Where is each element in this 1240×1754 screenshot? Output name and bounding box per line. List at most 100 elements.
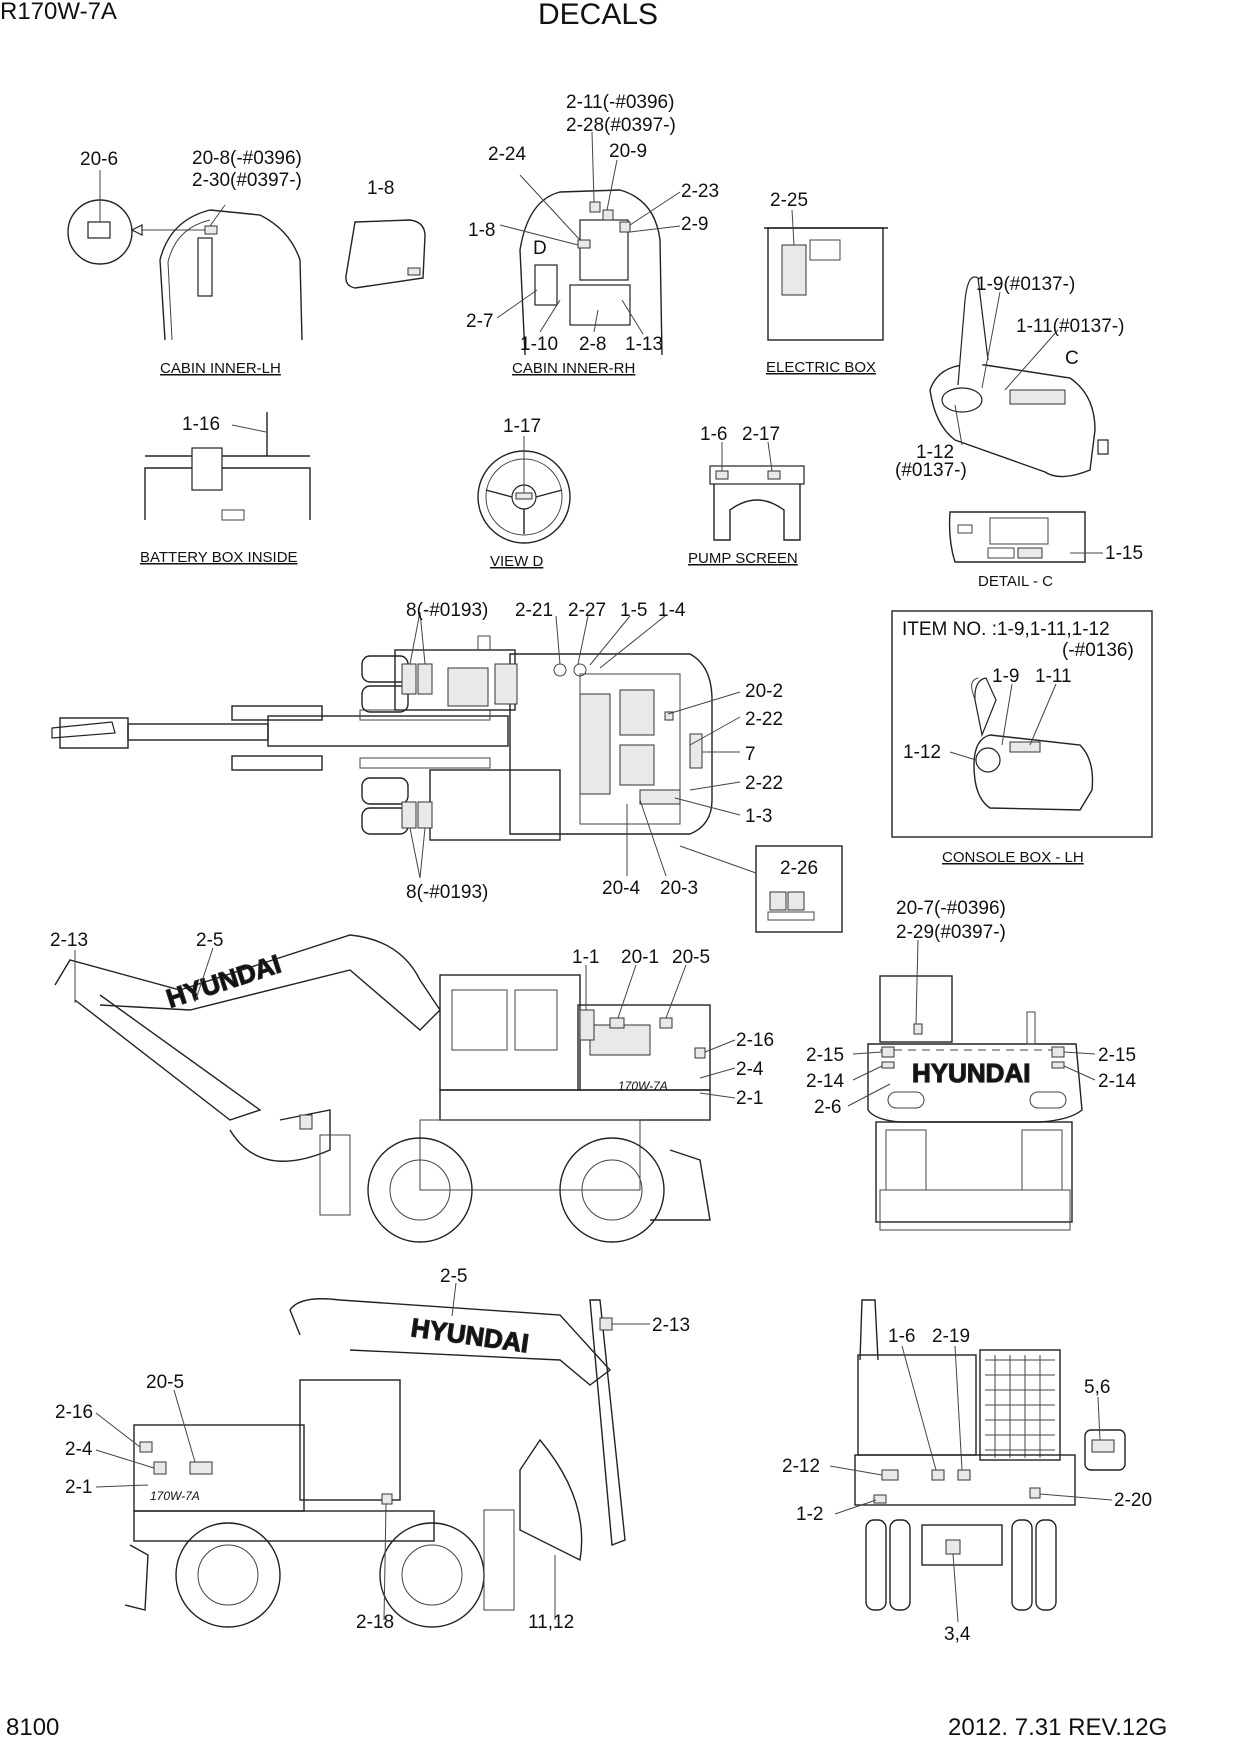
label-1-12-lh: 1-12	[903, 742, 941, 763]
label-20-8: 20-8(-#0396)	[192, 148, 302, 169]
cabin-inner-lh-view: 20-6 20-8(-#0396) 2-30(#0397-) CABIN INN…	[67, 148, 426, 377]
label-20-5-rh: 20-5	[672, 947, 710, 968]
top-view: 8(-#0193) 2-21 2-27 1-5 1-4 20-2 2-22 7 …	[51, 600, 843, 933]
label-2-21: 2-21	[515, 600, 553, 621]
arm-top	[127, 723, 269, 741]
arm-side-rh	[74, 994, 262, 1121]
pump-screen-view: 1-6 2-17 PUMP SCREEN	[688, 424, 805, 567]
view-d: 1-17 VIEW D	[477, 416, 571, 570]
label-c: C	[1065, 348, 1079, 369]
label-d: D	[533, 238, 547, 259]
label-1-5: 1-5	[620, 600, 647, 621]
front-view: 1-6 2-19 5,6 2-12 2-20 1-2 3,4	[782, 1299, 1152, 1645]
outrigger-rh	[319, 1134, 351, 1216]
label-11-12: 11,12	[528, 1612, 574, 1633]
console-box-frame	[891, 610, 1153, 838]
decal-20-1	[609, 1017, 625, 1029]
boom-side-rh	[54, 934, 441, 1031]
decal-2-16-lh	[139, 1441, 153, 1453]
label-2-7: 2-7	[466, 311, 493, 332]
label-20-4: 20-4	[602, 878, 640, 899]
bucket-side-lh	[519, 1438, 583, 1562]
tire-fl	[361, 655, 409, 683]
label-2-13-lh: 2-13	[652, 1315, 690, 1336]
decal-2-24	[577, 239, 591, 249]
operator-seat	[569, 284, 631, 326]
decal-20-7	[913, 1023, 923, 1035]
decal-20-9	[602, 209, 614, 221]
label-2-5-lh: 2-5	[440, 1266, 467, 1287]
wheel-front-rh	[367, 1137, 473, 1243]
model-badge-lh: 170W-7A	[150, 1489, 200, 1503]
cab-side-lh	[299, 1379, 401, 1501]
caption-detail-c: DETAIL - C	[978, 573, 1053, 590]
label-2-15-right: 2-15	[1098, 1045, 1136, 1066]
caption-console-box-lh: CONSOLE BOX - LH	[942, 849, 1084, 866]
boom-top	[267, 715, 509, 747]
wheel-rear-rh	[559, 1137, 665, 1243]
tire-fl2	[361, 685, 409, 713]
label-2-14-left: 2-14	[806, 1071, 844, 1092]
dozer-blade-lh	[124, 1544, 149, 1611]
label-1-11-lh: 1-11	[1035, 666, 1072, 687]
label-2-22-lower: 2-22	[745, 773, 783, 794]
label-1-17: 1-17	[503, 416, 541, 437]
decal-20-8	[204, 225, 218, 235]
label-1-12-upper: 1-12	[916, 442, 954, 463]
label-1-6-front: 1-6	[888, 1326, 915, 1347]
cabin-rh-outline	[519, 189, 663, 356]
label-20-1: 20-1	[621, 947, 659, 968]
label-2-4-rh: 2-4	[736, 1059, 764, 1080]
cab-rear	[879, 975, 953, 1043]
side-view-lh: HYUNDAI 170W-7A 2-5 2-13 20-5 2-16 2-4 2…	[55, 1266, 690, 1633]
label-2-1-rh: 2-1	[736, 1088, 763, 1109]
label-2-16-rh: 2-16	[736, 1030, 774, 1051]
tire-front-right-2	[1035, 1519, 1057, 1611]
mirror-front	[1084, 1429, 1126, 1471]
lower-frame-rear	[875, 1121, 1073, 1223]
label-2-28: 2-28(#0397-)	[566, 115, 676, 136]
label-2-25: 2-25	[770, 190, 808, 211]
decal-2-16-rh	[694, 1047, 706, 1059]
label-2-4-lh: 2-4	[65, 1439, 93, 1460]
label-2-11: 2-11(-#0396)	[566, 92, 674, 113]
electric-box-view: 2-25 ELECTRIC BOX	[764, 190, 888, 376]
label-2-18: 2-18	[356, 1612, 394, 1633]
caption-battery-box: BATTERY BOX INSIDE	[140, 549, 298, 566]
label-20-5-lh: 20-5	[146, 1372, 184, 1393]
decal-1-8-lh	[407, 267, 421, 276]
decal-2-20	[1029, 1487, 1041, 1499]
decal-2-13-lh	[599, 1317, 613, 1331]
battery-latch	[191, 447, 223, 491]
lower-frame-lh	[133, 1510, 435, 1542]
decal-2-14-right	[1051, 1061, 1065, 1069]
decal-1-15	[1017, 547, 1043, 559]
label-3-4: 3,4	[944, 1624, 971, 1645]
side-view-rh: HYUNDAI 170W-7A 2-13 2-5 1-1 20-1 20-5 2…	[50, 930, 774, 1243]
caption-pump-screen: PUMP SCREEN	[688, 550, 798, 567]
model-number: R170W-7A	[0, 0, 117, 25]
battery-box-view: 1-16 BATTERY BOX INSIDE	[140, 412, 311, 566]
label-0137: (#0137-)	[895, 460, 967, 481]
decal-1-1	[579, 1009, 595, 1041]
caption-electric-box: ELECTRIC BOX	[766, 359, 876, 376]
label-2-24: 2-24	[488, 144, 526, 165]
console-knob	[941, 387, 983, 413]
label-2-6: 2-6	[814, 1097, 841, 1118]
lower-frame-front	[854, 1454, 1076, 1506]
outrigger-lh	[483, 1509, 515, 1611]
label-1-4: 1-4	[658, 600, 686, 621]
upper-frame-rh	[439, 1089, 711, 1121]
joystick	[957, 276, 989, 386]
brand-on-boom-lh: HYUNDAI	[409, 1312, 530, 1358]
cab-side-rh	[439, 974, 581, 1091]
arm-side-lh	[589, 1299, 626, 1546]
rear-view: HYUNDAI 20-7(-#0396) 2-29(#0397-) 2-15 2…	[806, 898, 1136, 1231]
label-2-13-rh: 2-13	[50, 930, 88, 951]
revision-date: 2012. 7.31 REV.12G	[948, 1714, 1168, 1741]
label-2-5-rh: 2-5	[196, 930, 223, 951]
label-7: 7	[745, 744, 756, 765]
console-detail-view: 1-9(#0137-) 1-11(#0137-) C 1-12 (#0137-)	[895, 274, 1124, 481]
